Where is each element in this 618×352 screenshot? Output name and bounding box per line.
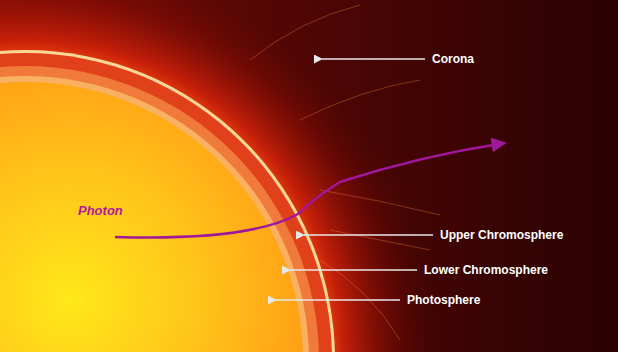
- layer-label: Upper Chromosphere: [440, 228, 563, 242]
- layer-label: Corona: [432, 52, 474, 66]
- layer-label: Photosphere: [407, 293, 480, 307]
- layer-label: Lower Chromosphere: [424, 263, 548, 277]
- photon-label: Photon: [78, 204, 123, 218]
